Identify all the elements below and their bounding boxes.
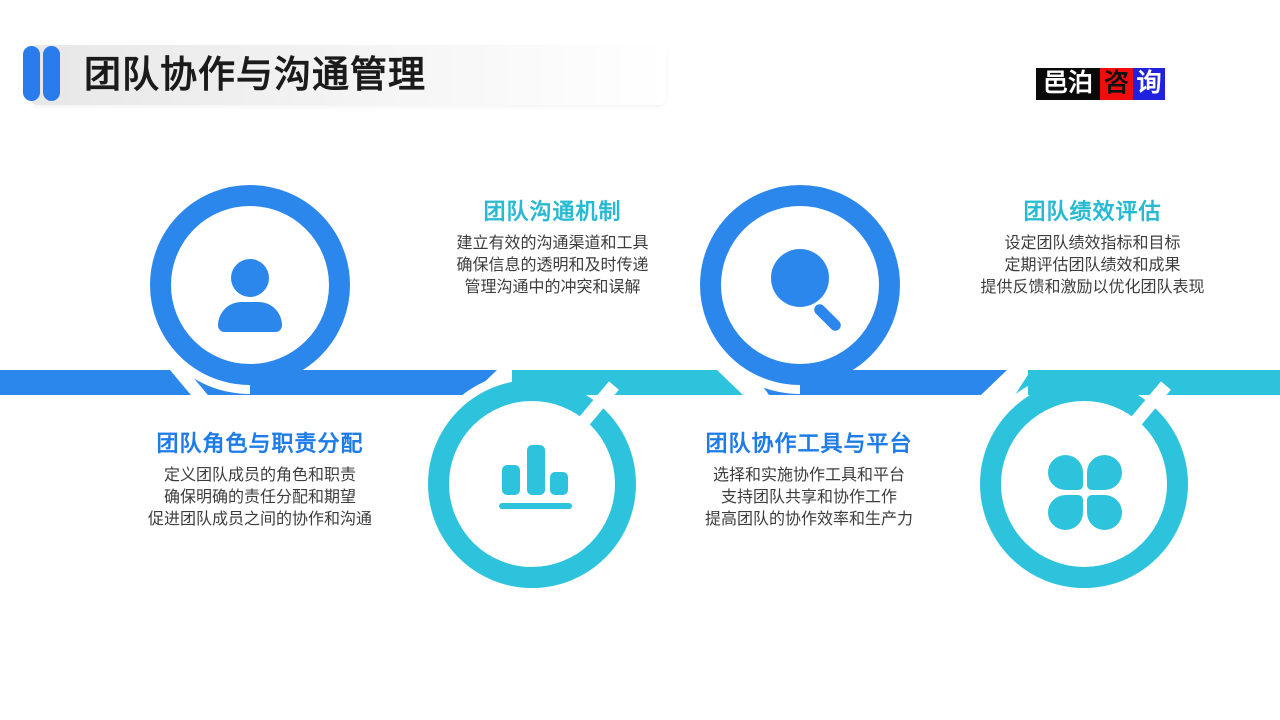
- logo-segment-red: 咨: [1100, 68, 1133, 100]
- section-line: 定义团队成员的角色和职责: [163, 467, 356, 484]
- node-circle-magnifier: [700, 185, 900, 385]
- section-line: 提高团队的协作效率和生产力: [704, 511, 913, 528]
- bar-chart-icon: [550, 472, 568, 495]
- section-performance: 团队绩效评估 设定团队绩效指标和目标 定期评估团队绩效和成果 提供反馈和激励以优…: [945, 194, 1240, 299]
- section-line: 促进团队成员之间的协作和沟通: [147, 511, 372, 528]
- user-icon: [218, 302, 282, 332]
- title-accent-bar: [23, 46, 40, 101]
- logo: 邑泊 咨 询: [1036, 68, 1165, 100]
- clover-icon: [1048, 455, 1122, 530]
- clover-icon: [1087, 495, 1122, 530]
- node-circle-clover: [980, 380, 1188, 588]
- logo-segment-black: 邑泊: [1036, 68, 1100, 100]
- node-circle-bar-chart: [428, 380, 636, 588]
- ribbon-merge-patch: [1028, 370, 1198, 395]
- magnifier-icon: [771, 249, 829, 307]
- bar-chart-icon: [527, 445, 545, 495]
- bar-chart-icon: [499, 503, 572, 509]
- ribbon-merge-patch: [512, 370, 647, 395]
- section-title: 团队沟通机制: [483, 199, 622, 224]
- section-line: 定期评估团队绩效和成果: [1004, 257, 1181, 274]
- section-line: 确保信息的透明和及时传递: [456, 257, 649, 274]
- section-title: 团队绩效评估: [1023, 199, 1162, 224]
- magnifier-icon: [811, 301, 844, 334]
- section-line: 管理沟通中的冲突和误解: [464, 279, 641, 296]
- section-line: 确保明确的责任分配和期望: [163, 489, 356, 506]
- ribbon-merge-patch: [250, 370, 368, 395]
- bar-chart-icon: [502, 465, 520, 495]
- section-communication: 团队沟通机制 建立有效的沟通渠道和工具 确保信息的透明和及时传递 管理沟通中的冲…: [420, 194, 685, 299]
- logo-segment-blue: 询: [1133, 68, 1165, 100]
- section-line: 支持团队共享和协作工作: [720, 489, 897, 506]
- title-accent-bar: [43, 46, 60, 101]
- section-title: 团队角色与职责分配: [156, 431, 364, 456]
- section-roles: 团队角色与职责分配 定义团队成员的角色和职责 确保明确的责任分配和期望 促进团队…: [115, 426, 405, 531]
- section-line: 提供反馈和激励以优化团队表现: [980, 279, 1205, 296]
- ribbon-merge-patch: [800, 370, 918, 395]
- user-icon: [231, 259, 269, 297]
- clover-icon: [1048, 455, 1083, 490]
- section-line: 建立有效的沟通渠道和工具: [456, 235, 649, 252]
- page-title: 团队协作与沟通管理: [84, 54, 426, 95]
- node-circle-user: [150, 185, 350, 385]
- section-tools: 团队协作工具与平台 选择和实施协作工具和平台 支持团队共享和协作工作 提高团队的…: [665, 426, 953, 531]
- clover-icon: [1048, 495, 1083, 530]
- header-panel: [30, 45, 666, 105]
- section-line: 设定团队绩效指标和目标: [1004, 235, 1181, 252]
- clover-icon: [1087, 455, 1122, 490]
- section-title: 团队协作工具与平台: [705, 431, 913, 456]
- section-line: 选择和实施协作工具和平台: [712, 467, 905, 484]
